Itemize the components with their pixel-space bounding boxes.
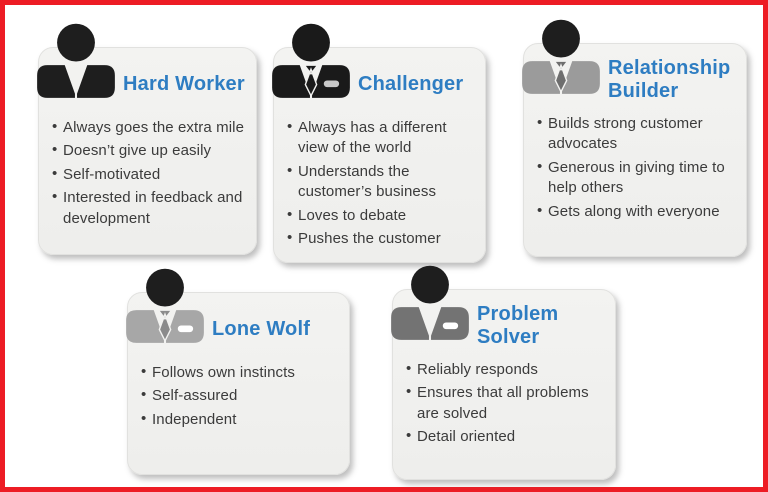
bullet-list: Builds strong customer advocates Generou… (537, 113, 740, 222)
bullet-item: Ensures that all problems are solved (406, 382, 609, 424)
card-problem-solver: Problem Solver Reliably responds Ensures… (391, 265, 616, 480)
bullet-list: Always has a different view of the world… (287, 117, 479, 249)
bullet-item: Self-assured (141, 385, 343, 406)
bullet-item: Follows own instincts (141, 362, 343, 383)
bullet-list: Always goes the extra mile Doesn’t give … (52, 117, 250, 229)
card-title-problem-solver: Problem Solver (477, 303, 559, 348)
problem-solver-person-icon (385, 264, 475, 340)
bullet-item: Reliably responds (406, 359, 609, 380)
bullet-item: Pushes the customer (287, 228, 479, 249)
card-title-lone-wolf: Lone Wolf (212, 317, 311, 340)
bullet-item: Doesn’t give up easily (52, 140, 250, 161)
card-title-hard-worker: Hard Worker (123, 72, 245, 95)
card-lone-wolf: Lone Wolf Follows own instincts Self-ass… (126, 268, 350, 475)
card-title-challenger: Challenger (358, 72, 464, 95)
relationship-builder-person-icon (516, 18, 606, 94)
bullet-item: Generous in giving time to help others (537, 157, 740, 199)
bullet-item: Loves to debate (287, 205, 479, 226)
bullet-item: Detail oriented (406, 426, 609, 447)
lone-wolf-person-icon (120, 267, 210, 343)
card-hard-worker: Hard Worker Always goes the extra mile D… (37, 23, 257, 255)
hard-worker-person-icon (31, 22, 121, 98)
bullet-item: Interested in feedback and development (52, 187, 250, 229)
bullet-item: Understands the customer’s business (287, 161, 479, 203)
bullet-item: Builds strong customer advocates (537, 113, 740, 155)
bullet-item: Self-motivated (52, 164, 250, 185)
card-challenger: Challenger Always has a different view o… (272, 23, 486, 263)
bullet-item: Independent (141, 409, 343, 430)
bullet-item: Always goes the extra mile (52, 117, 250, 138)
bullet-item: Always has a different view of the world (287, 117, 479, 159)
challenger-person-icon (266, 22, 356, 98)
card-relationship-builder: Relationship Builder Builds strong custo… (522, 19, 747, 257)
bullet-list: Reliably responds Ensures that all probl… (406, 359, 609, 448)
bullet-list: Follows own instincts Self-assured Indep… (141, 362, 343, 430)
card-title-relationship-builder: Relationship Builder (608, 57, 731, 102)
bullet-item: Gets along with everyone (537, 201, 740, 222)
